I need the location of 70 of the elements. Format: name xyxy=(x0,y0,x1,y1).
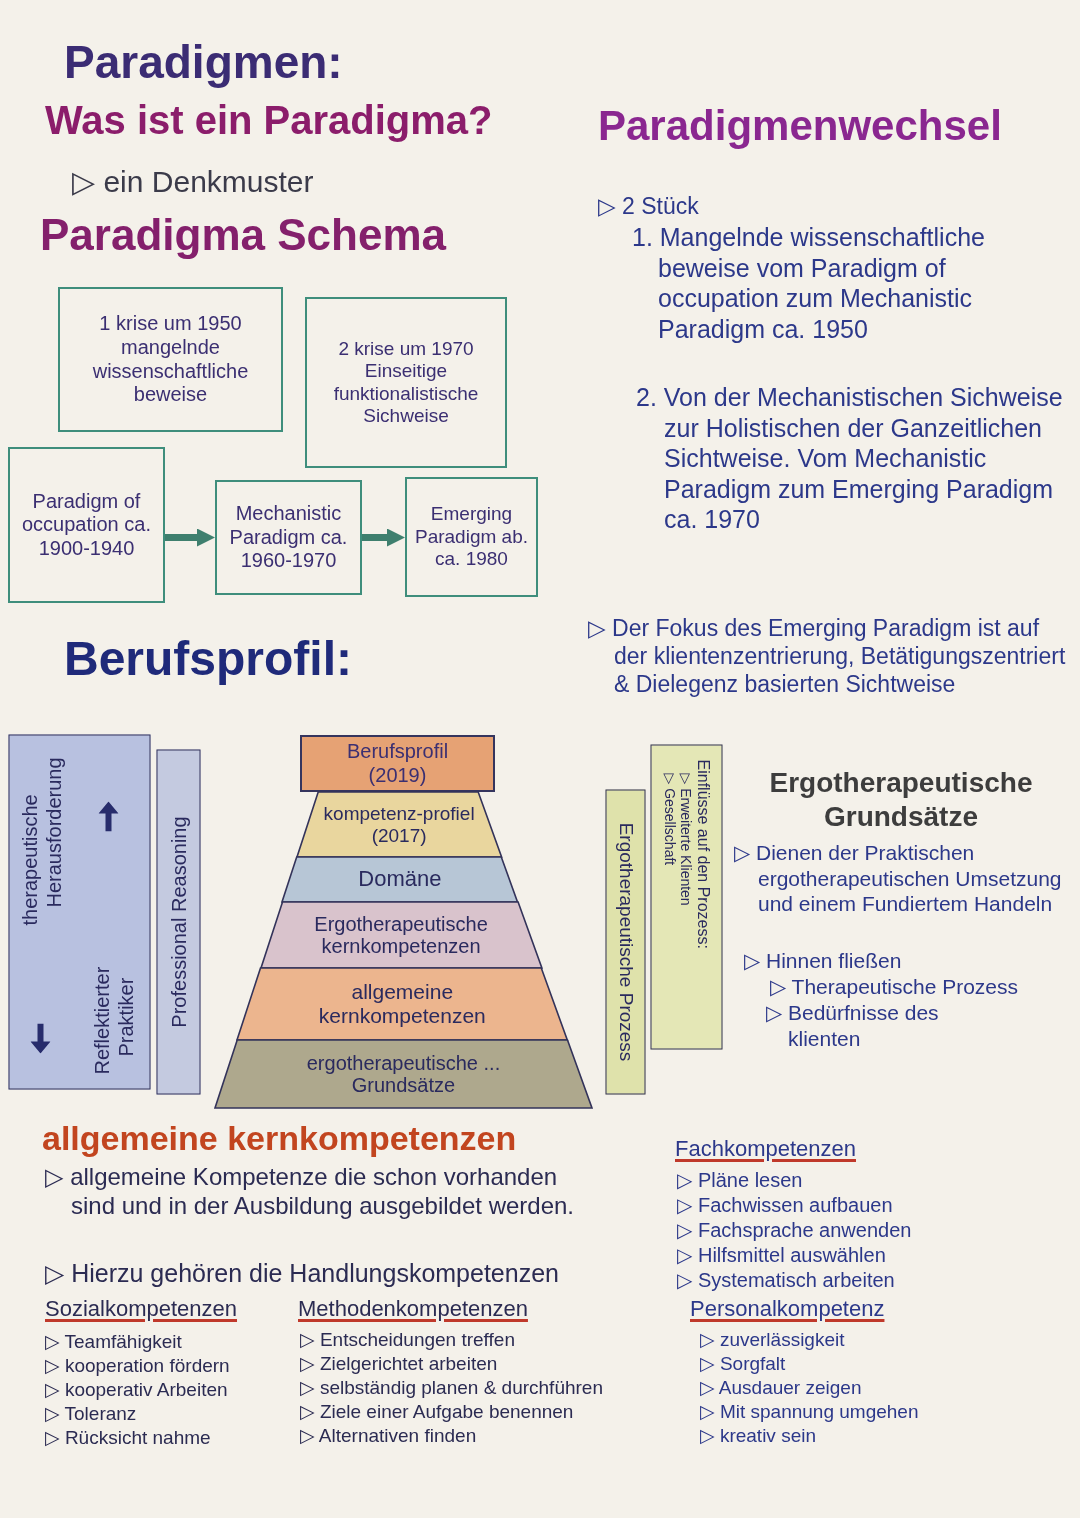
crisis-box xyxy=(58,287,283,432)
paradigm-box xyxy=(215,480,362,595)
bullet-text: ▷ Bedürfnisse des klienten xyxy=(766,1000,940,1052)
layer-text: Ergotherapeutische kernkompetenzen xyxy=(313,912,489,958)
bullet-text: ▷ 2 Stück xyxy=(598,192,699,221)
bullet-text: ▷ Pläne lesen xyxy=(677,1168,803,1193)
paradigm-box xyxy=(8,447,165,603)
heading: Paradigma Schema xyxy=(40,209,446,261)
side-band xyxy=(650,744,722,1050)
bullet-text: ▷ Systematisch arbeiten xyxy=(677,1268,895,1293)
bullet-text: ▷ Hierzu gehören die Handlungskompetenzen xyxy=(45,1258,559,1289)
bullet-text: ▷ allgemeine Kompetenze die schon vorhanden sind und in der Ausbildung ausgebildet werden. xyxy=(45,1162,576,1221)
side-band xyxy=(156,749,200,1095)
bullet-text: ▷ kooperation fördern xyxy=(45,1354,230,1378)
layer-text: Domäne xyxy=(357,867,443,892)
crisis-box xyxy=(305,297,507,468)
band-text: Ergotherapeutische Prozess xyxy=(614,822,636,1062)
bullet-text: ▷ Sorgfalt xyxy=(700,1352,786,1376)
bullet-text: ▷ Therapeutische Prozess xyxy=(770,974,1019,1000)
layer-text: ergotherapeutische ... Grundsätze xyxy=(305,1051,501,1097)
heading: Paradigmenwechsel xyxy=(598,101,1002,151)
bullet-text: ▷ Dienen der Praktischen ergotherapeutischen Umsetzung und einem Fundiertem Handeln xyxy=(734,840,1063,917)
bullet-text: ▷ Fachwissen aufbauen xyxy=(677,1193,893,1218)
band-text: Professional Reasoning xyxy=(166,816,190,1028)
box-text: Emerging Paradigm ab. ca. 1980 xyxy=(414,503,529,571)
note-text: ▷ Der Fokus des Emerging Paradigm ist auf der klientenzentrierung, Betätigungszentriert & Dielegenz basierten Sichtweise xyxy=(588,614,1067,699)
layer-text: allgemeine kernkompetenzen xyxy=(318,980,487,1028)
subheading: Sozialkompetenzen xyxy=(45,1296,237,1323)
bullet-text: ▷ zuverlässigkeit xyxy=(700,1328,845,1352)
band-text: Reflektierter Praktiker xyxy=(89,965,137,1075)
band-text: therapeutische Herausforderung xyxy=(17,756,65,926)
bullet-text: ▷ Fachsprache anwenden xyxy=(677,1218,912,1243)
bullet-text: ▷ kooperativ Arbeiten xyxy=(45,1378,228,1402)
bullet-text: ▷ Zielgerichtet arbeiten xyxy=(300,1352,498,1376)
box-text: 1 krise um 1950 mangelnde wissenschaftliche beweise xyxy=(92,312,249,407)
bullet-text: ▷ Rücksicht nahme xyxy=(45,1426,211,1450)
bullet-text: ▷ Ziele einer Aufgabe benennen xyxy=(300,1400,574,1424)
bullet-text: ▷ Ausdauer zeigen xyxy=(700,1376,862,1400)
box-text: Mechanistic Paradigm ca. 1960-1970 xyxy=(229,502,348,573)
layer-text: kompetenz-profiel (2017) xyxy=(322,803,476,846)
list-item: 1. Mangelnde wissenschaftliche beweise vom Paradigm of occupation zum Mechanistic Paradigm ca. 1950 xyxy=(632,222,986,344)
box-text: Berufsprofil (2019) xyxy=(346,739,449,788)
paradigm-box xyxy=(405,477,538,597)
box-text: Paradigm of occupation ca. 1900-1940 xyxy=(21,489,152,561)
heading: Berufsprofil: xyxy=(64,631,352,687)
bullet-text: ▷ Mit spannung umgehen xyxy=(700,1400,919,1424)
band-text: ▷ Erweiterte Klienten xyxy=(676,773,693,906)
bullet-text: ▷ Hinnen fließen xyxy=(744,948,902,974)
bullet-text: ▷ Hilfsmittel auswählen xyxy=(677,1243,886,1268)
band-text: Einflüsse auf den Prozess: xyxy=(693,759,712,949)
bullet-text: ▷ Alternativen finden xyxy=(300,1424,477,1448)
subheading: Personalkompetenz xyxy=(690,1296,885,1323)
bullet-text: ▷ kreativ sein xyxy=(700,1424,816,1448)
band-text: ▷ Gesellschaft xyxy=(660,773,677,866)
bullet-text: ▷ Teamfähigkeit xyxy=(45,1330,182,1354)
bullet-text: ▷ Toleranz xyxy=(45,1402,137,1426)
heading: allgemeine kernkompetenzen xyxy=(42,1118,517,1159)
subheading: Methodenkompetenzen xyxy=(298,1296,528,1323)
page-title: Paradigmen: xyxy=(64,35,343,90)
box-text: 2 krise um 1970 Einseitige funktionalistische Sichweise xyxy=(333,337,479,428)
answer-text: ▷ ein Denkmuster xyxy=(72,164,314,200)
bullet-text: ▷ Entscheidungen treffen xyxy=(300,1328,515,1352)
heading: Ergotherapeutische Grundsätze xyxy=(769,766,1033,835)
bullet-text: ▷ selbständig planen & durchführen xyxy=(300,1376,603,1400)
side-band xyxy=(605,789,645,1095)
heading: Was ist ein Paradigma? xyxy=(45,97,493,144)
list-item: 2. Von der Mechanistischen Sichweise zur Holistischen der Ganzeitlichen Sichtweise. Vom Mechanistic Paradigm zum Emerging Paradigm ca. 1970 xyxy=(636,382,1064,535)
subheading: Fachkompetenzen xyxy=(675,1136,856,1163)
side-band xyxy=(8,734,150,1090)
pyramid-top-box xyxy=(300,735,495,792)
